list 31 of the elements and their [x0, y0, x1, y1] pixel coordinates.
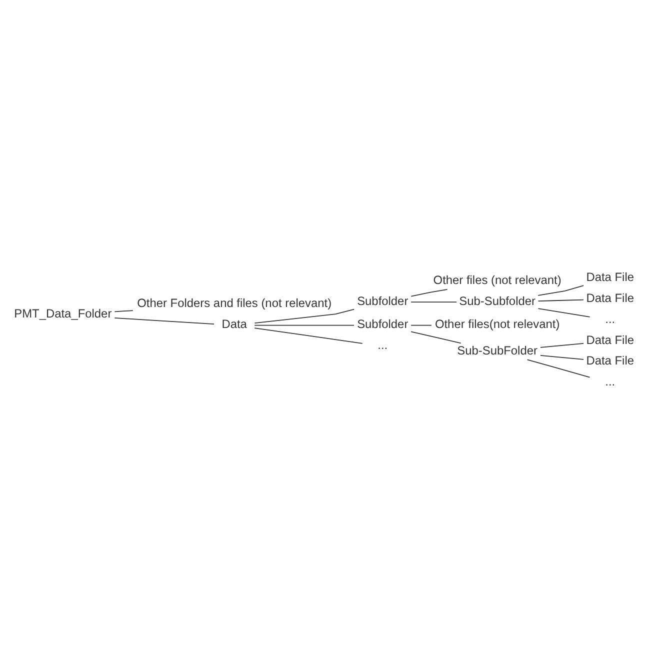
connector	[254, 324, 354, 326]
connector	[410, 288, 448, 296]
connector	[114, 310, 134, 312]
connector	[526, 358, 590, 378]
node-text: PMT_Data_Folder	[14, 306, 112, 320]
node-text: ...	[605, 311, 616, 326]
node-text: Subfolder	[357, 293, 408, 308]
node-text: Data File	[586, 353, 634, 368]
connector	[254, 308, 355, 324]
node-text: Data File	[586, 270, 634, 284]
node-text: Subfolder	[357, 316, 408, 331]
connector	[410, 301, 457, 302]
node-text: Other Folders and files (not relevant)	[137, 296, 332, 310]
node-text: Other files(not relevant)	[434, 316, 560, 331]
node-text: Data File	[586, 332, 634, 346]
connector	[538, 308, 590, 317]
connector	[410, 330, 462, 344]
connector	[540, 354, 584, 360]
connector	[410, 324, 432, 326]
node-text: Data File	[586, 290, 634, 304]
node-text: ...	[378, 338, 388, 352]
node-text: ...	[605, 374, 616, 388]
connector	[114, 317, 214, 324]
node-text: Other files (not relevant)	[433, 272, 562, 287]
connector	[540, 342, 584, 348]
node-text: Data	[222, 316, 247, 331]
connector	[254, 327, 363, 344]
node-text: Sub-Subfolder	[459, 293, 536, 308]
connector	[538, 298, 584, 301]
connector	[538, 284, 584, 296]
node-text: Sub-SubFolder	[457, 342, 538, 357]
